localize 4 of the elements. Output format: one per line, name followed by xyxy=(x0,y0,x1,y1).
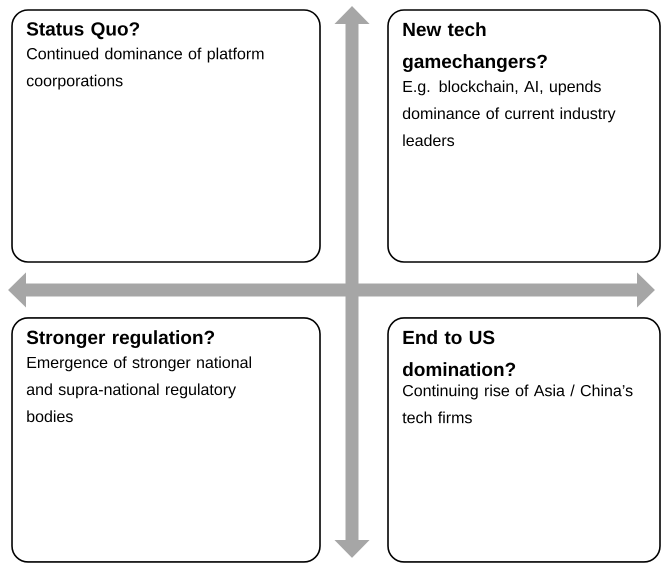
scenario-box: Stronger regulation? Emergence of stronger national and supra-national regulatory bodies xyxy=(11,317,321,563)
scenario-box: Status Quo? Continued dominance of platform coorporations xyxy=(11,9,321,263)
scenario-box: New tech gamechangers? E.g. blockchain, AI, upends dominance of current industry leaders xyxy=(387,9,661,263)
scenario-box: End to US domination? Continuing rise of Asia / China’s tech firms xyxy=(387,317,661,563)
